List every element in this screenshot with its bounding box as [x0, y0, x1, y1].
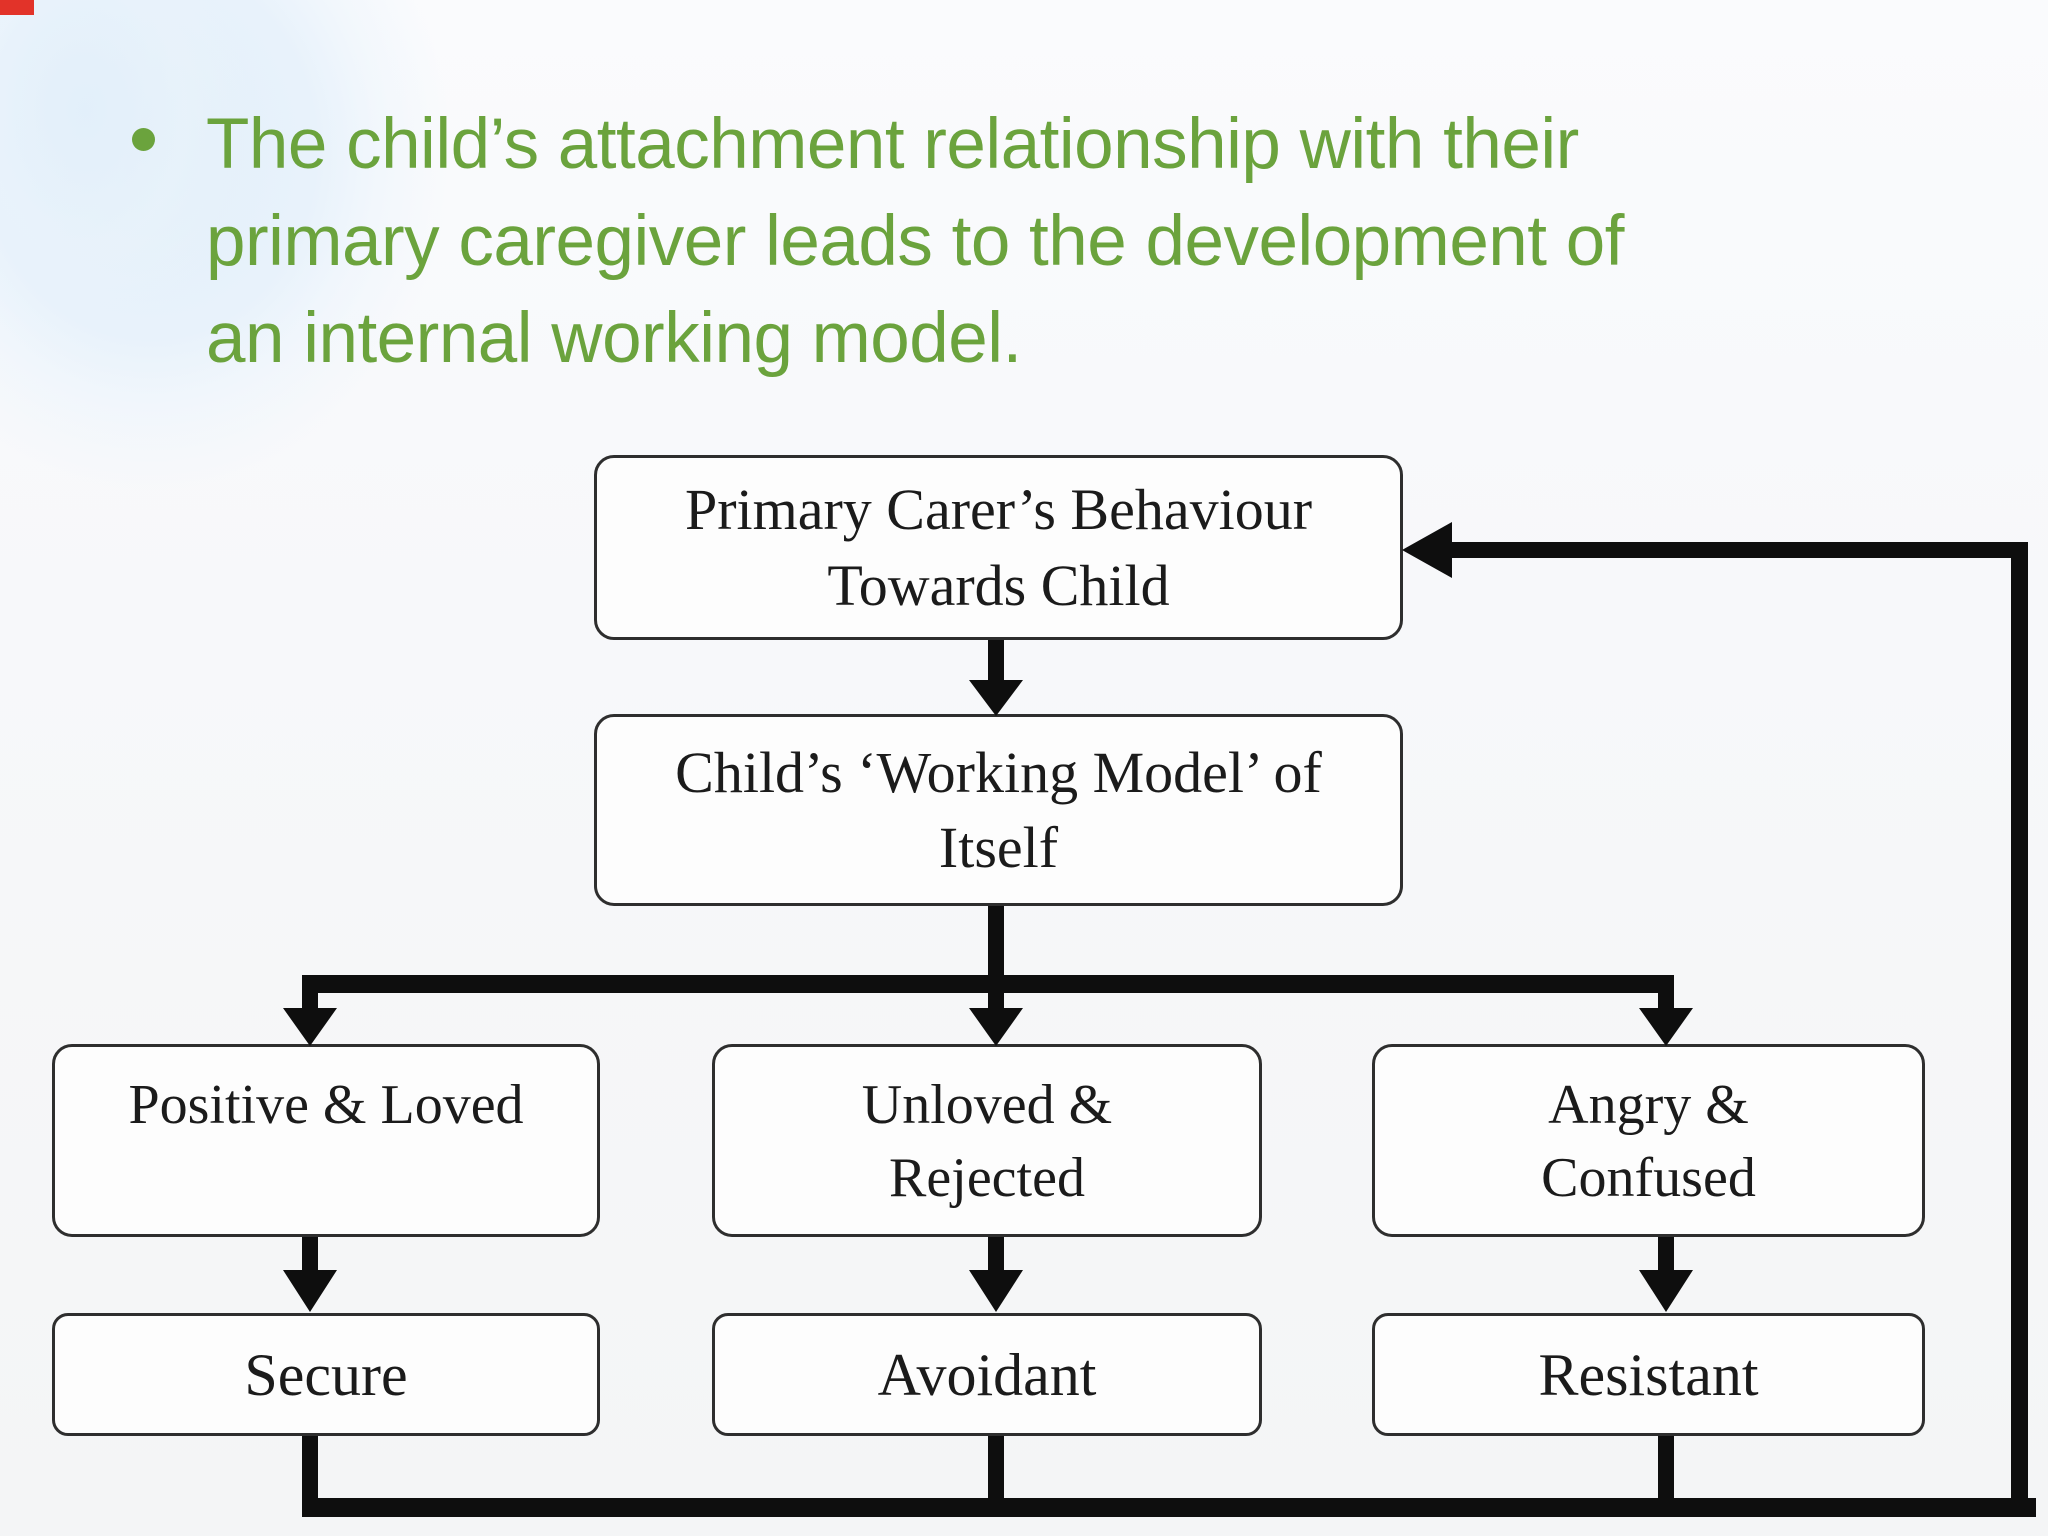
node-label: Angry & [1548, 1074, 1749, 1136]
node-label: Positive & Loved [128, 1074, 524, 1136]
stub-resistant-down [1658, 1436, 1674, 1505]
node-label: Resistant [1538, 1341, 1759, 1408]
edge-angry-to-resistant-stem [1658, 1237, 1674, 1272]
node-primary-carers-behaviour: Primary Carer’s Behaviour Towards Child [594, 455, 1403, 640]
edge-branch-to-unloved-stem [988, 985, 1004, 1010]
arrow-down-icon [969, 1008, 1023, 1046]
node-resistant: Resistant [1372, 1313, 1925, 1436]
edge-positive-to-secure-stem [302, 1237, 318, 1272]
bullet-icon [132, 128, 155, 151]
arrow-down-icon [1639, 1008, 1693, 1046]
arrow-left-icon [1402, 522, 1452, 578]
node-label: Primary Carer’s Behaviour [684, 477, 1313, 543]
node-label: Child’s ‘Working Model’ of [675, 739, 1322, 805]
edge-model-to-branch-stem [988, 906, 1004, 978]
node-label: Unloved & [861, 1074, 1113, 1136]
feedback-bottom-line [302, 1498, 2036, 1517]
edge-carer-to-model-stem [988, 640, 1004, 684]
feedback-right-line [2011, 542, 2028, 1517]
node-angry-confused: Angry & Confused [1372, 1044, 1925, 1237]
arrow-down-icon [283, 1270, 337, 1312]
node-label: Avoidant [877, 1341, 1097, 1408]
node-childs-working-model: Child’s ‘Working Model’ of Itself [594, 714, 1403, 906]
node-label: Secure [244, 1341, 408, 1408]
node-secure: Secure [52, 1313, 600, 1436]
arrow-down-icon [1639, 1270, 1693, 1312]
bullet-text: The child’s attachment relationship with… [206, 96, 1826, 387]
node-avoidant: Avoidant [712, 1313, 1262, 1436]
node-label: Towards Child [827, 552, 1170, 618]
red-corner-mark [0, 0, 34, 15]
stub-avoidant-down [988, 1436, 1004, 1505]
arrow-down-icon [969, 1270, 1023, 1312]
branch-line [302, 975, 1674, 993]
bullet-text-line: primary caregiver leads to the developme… [206, 202, 1624, 281]
arrow-down-icon [283, 1008, 337, 1046]
stub-secure-down [302, 1436, 318, 1505]
node-label: Confused [1541, 1146, 1756, 1209]
arrow-down-icon [969, 680, 1023, 716]
bullet-text-line: an internal working model. [206, 299, 1022, 378]
edge-branch-to-angry-stem [1658, 985, 1674, 1010]
node-label: Itself [938, 815, 1059, 880]
node-unloved-rejected: Unloved & Rejected [712, 1044, 1262, 1237]
edge-branch-to-positive-stem [302, 985, 318, 1010]
feedback-top-line [1450, 542, 2011, 558]
bullet-text-line: The child’s attachment relationship with… [206, 105, 1579, 184]
edge-unloved-to-avoidant-stem [988, 1237, 1004, 1272]
node-positive-loved: Positive & Loved [52, 1044, 600, 1237]
node-label: Rejected [889, 1146, 1085, 1209]
